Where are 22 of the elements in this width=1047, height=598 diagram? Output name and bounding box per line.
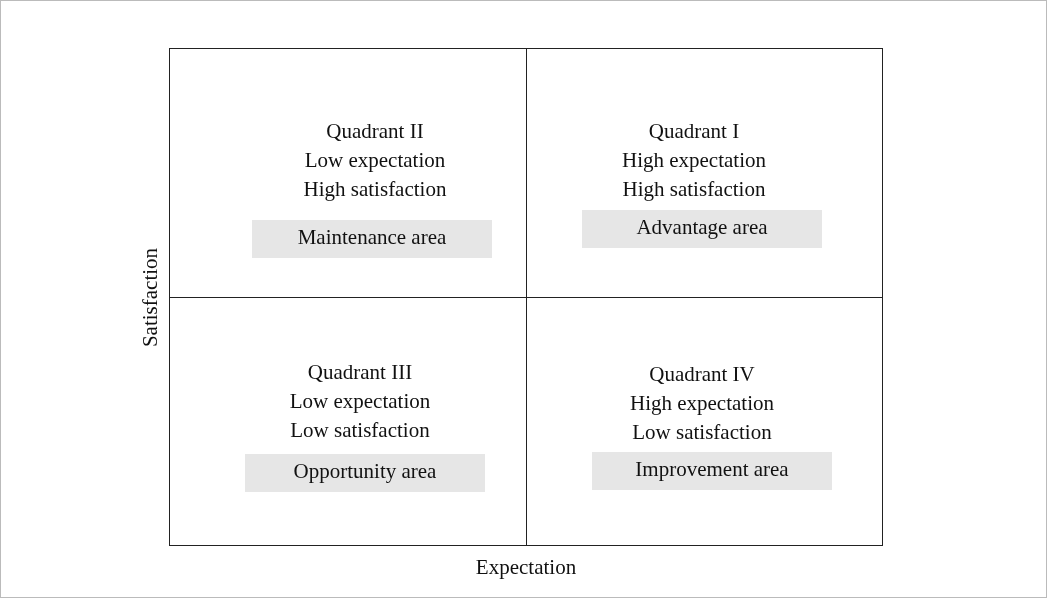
quadrant-description: High expectation bbox=[621, 147, 766, 174]
area-label: Opportunity area bbox=[245, 454, 485, 492]
axis-label: Satisfaction bbox=[138, 247, 164, 347]
quadrant-description: High expectation bbox=[629, 390, 774, 417]
area-label: Improvement area bbox=[592, 452, 832, 490]
quadrant-description: High satisfaction bbox=[622, 176, 766, 203]
quadrant-title: Quadrant IV bbox=[649, 361, 755, 388]
area-label: Maintenance area bbox=[252, 220, 492, 258]
quadrant-title: Quadrant I bbox=[648, 118, 740, 145]
quadrant-title: Quadrant III bbox=[307, 359, 413, 386]
quadrant-cell bbox=[169, 48, 528, 299]
quadrant-cell bbox=[526, 297, 883, 546]
quadrant-description: Low expectation bbox=[289, 388, 431, 415]
quadrant-description: High satisfaction bbox=[303, 176, 447, 203]
quadrant-description: Low satisfaction bbox=[632, 419, 772, 446]
quadrant-cell bbox=[169, 297, 528, 546]
area-label: Advantage area bbox=[582, 210, 822, 248]
axis-label: Expectation bbox=[475, 554, 577, 580]
quadrant-cell bbox=[526, 48, 883, 299]
quadrant-title: Quadrant II bbox=[326, 118, 424, 145]
quadrant-description: Low expectation bbox=[304, 147, 446, 174]
quadrant-description: Low satisfaction bbox=[290, 417, 430, 444]
